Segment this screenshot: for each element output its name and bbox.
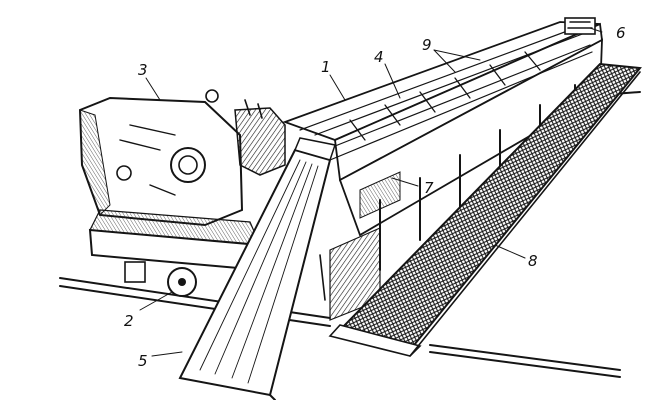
callout-label-9: 9: [422, 36, 432, 54]
plank-chute: [178, 137, 336, 400]
callout-label-1: 1: [321, 58, 331, 76]
leader-lines: [139, 27, 603, 357]
callout-label-7: 7: [424, 179, 434, 197]
callout-label-2: 2: [124, 312, 134, 330]
callout-label-3: 3: [138, 61, 148, 79]
callout-labels: 1 2 3 4 5 6 7 8 9: [124, 24, 626, 370]
callout-label-4: 4: [374, 48, 384, 66]
callout-label-5: 5: [138, 352, 148, 370]
mesh-conveyor: [328, 62, 642, 357]
callout-label-6: 6: [616, 24, 626, 42]
callout-label-8: 8: [528, 252, 538, 270]
head-carriage: [78, 89, 286, 297]
